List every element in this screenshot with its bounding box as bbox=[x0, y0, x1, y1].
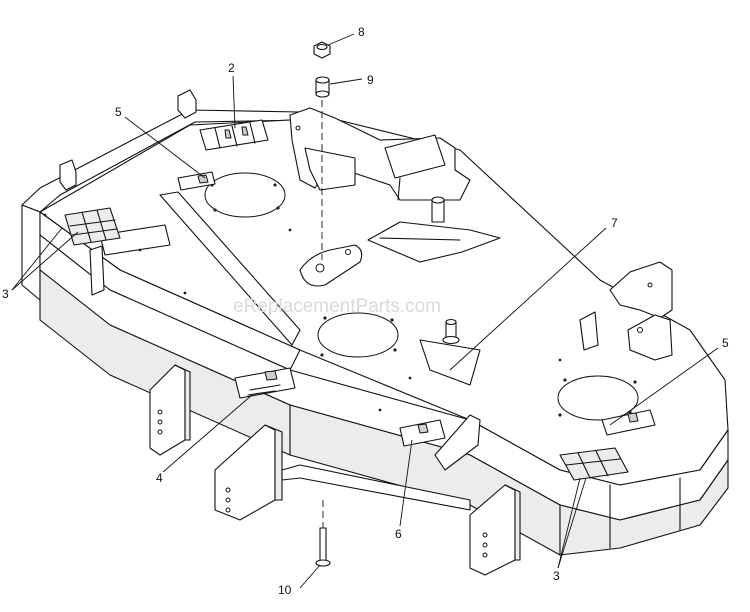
pivot-spindle bbox=[419, 318, 481, 386]
callout-3-left: 3 bbox=[2, 287, 9, 301]
decal-rear-warning bbox=[199, 119, 269, 151]
left-front-tab bbox=[89, 245, 105, 296]
decal-right-grid bbox=[559, 447, 629, 481]
leader-lines bbox=[11, 33, 719, 589]
part-nut-8 bbox=[313, 41, 331, 59]
callout-5-left: 5 bbox=[115, 105, 122, 119]
callout-6: 6 bbox=[395, 527, 402, 541]
decal-left-grid bbox=[64, 207, 121, 246]
front-bracket-center bbox=[214, 424, 471, 521]
part-bolt-10 bbox=[315, 527, 331, 567]
deck-top-surface bbox=[39, 117, 729, 486]
tension-rod bbox=[367, 196, 501, 263]
callout-5-right: 5 bbox=[722, 336, 729, 350]
callout-10: 10 bbox=[278, 583, 292, 597]
center-front-tab bbox=[434, 414, 481, 471]
callout-2: 2 bbox=[228, 61, 235, 75]
front-bracket-right bbox=[469, 484, 521, 576]
decal-front-center bbox=[399, 419, 446, 447]
right-mount-bracket bbox=[579, 261, 673, 361]
spindle-opening-right bbox=[557, 375, 639, 421]
watermark-text: eReplacementParts.com bbox=[233, 296, 441, 317]
spindle-opening-left bbox=[204, 172, 286, 218]
spindle-opening-center bbox=[317, 312, 399, 358]
decal-front-left bbox=[234, 367, 296, 399]
decal-right-small bbox=[601, 409, 656, 436]
callout-4: 4 bbox=[156, 471, 163, 485]
front-bracket-left bbox=[149, 364, 191, 456]
part-spacer-9 bbox=[315, 76, 330, 98]
decal-rear-small bbox=[177, 171, 216, 191]
callout-7: 7 bbox=[611, 216, 618, 230]
callout-9: 9 bbox=[367, 73, 374, 87]
callout-8: 8 bbox=[358, 25, 365, 39]
idler-arm bbox=[299, 244, 363, 287]
callout-3-right: 3 bbox=[553, 569, 560, 583]
belt-cover-bracket bbox=[289, 107, 471, 201]
